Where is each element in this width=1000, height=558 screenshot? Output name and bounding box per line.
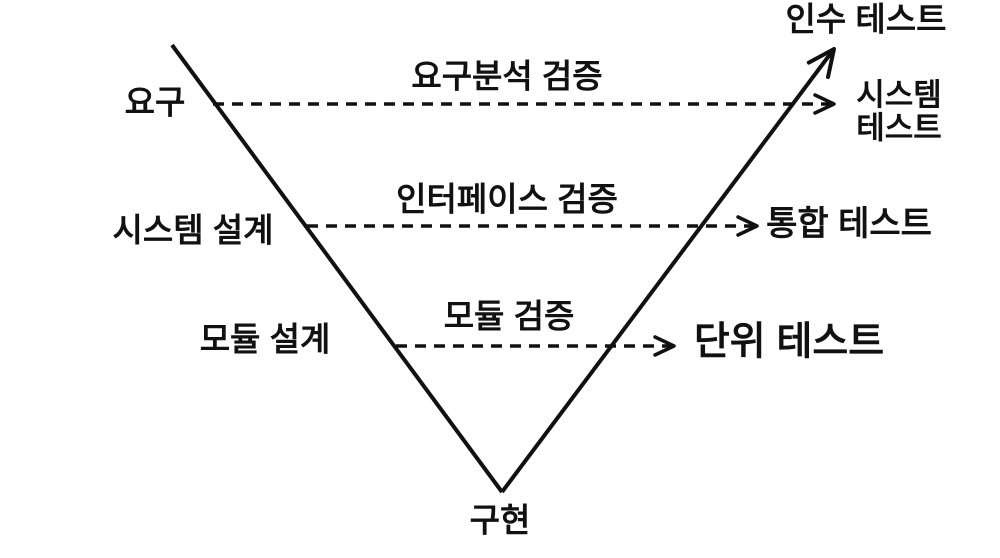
- stage-integration-test-label: 통합 테스트: [766, 205, 932, 244]
- verification-requirements-analysis-label: 요구분석 검증: [411, 57, 603, 95]
- stage-requirements-label: 요구: [124, 83, 186, 121]
- stage-implementation-label: 구현: [469, 501, 531, 539]
- v-ascending-arrow: [500, 47, 836, 494]
- stage-acceptance-test-label: 인수 테스트: [785, 0, 947, 38]
- verification-interface-label: 인터페이스 검증: [396, 180, 618, 218]
- verification-module-label: 모듈 검증: [443, 297, 575, 335]
- stage-system-test-line2: 테스트: [856, 110, 942, 145]
- stage-system-test-line1: 시스템: [856, 77, 942, 113]
- v-left-line: [170, 43, 504, 494]
- stage-system-design-label: 시스템 설계: [112, 211, 274, 249]
- stage-unit-test-label: 단위 테스트: [693, 320, 885, 364]
- stage-module-design-label: 모듈 설계: [199, 320, 331, 358]
- stage-system-test-label: 시스템 테스트: [856, 79, 942, 144]
